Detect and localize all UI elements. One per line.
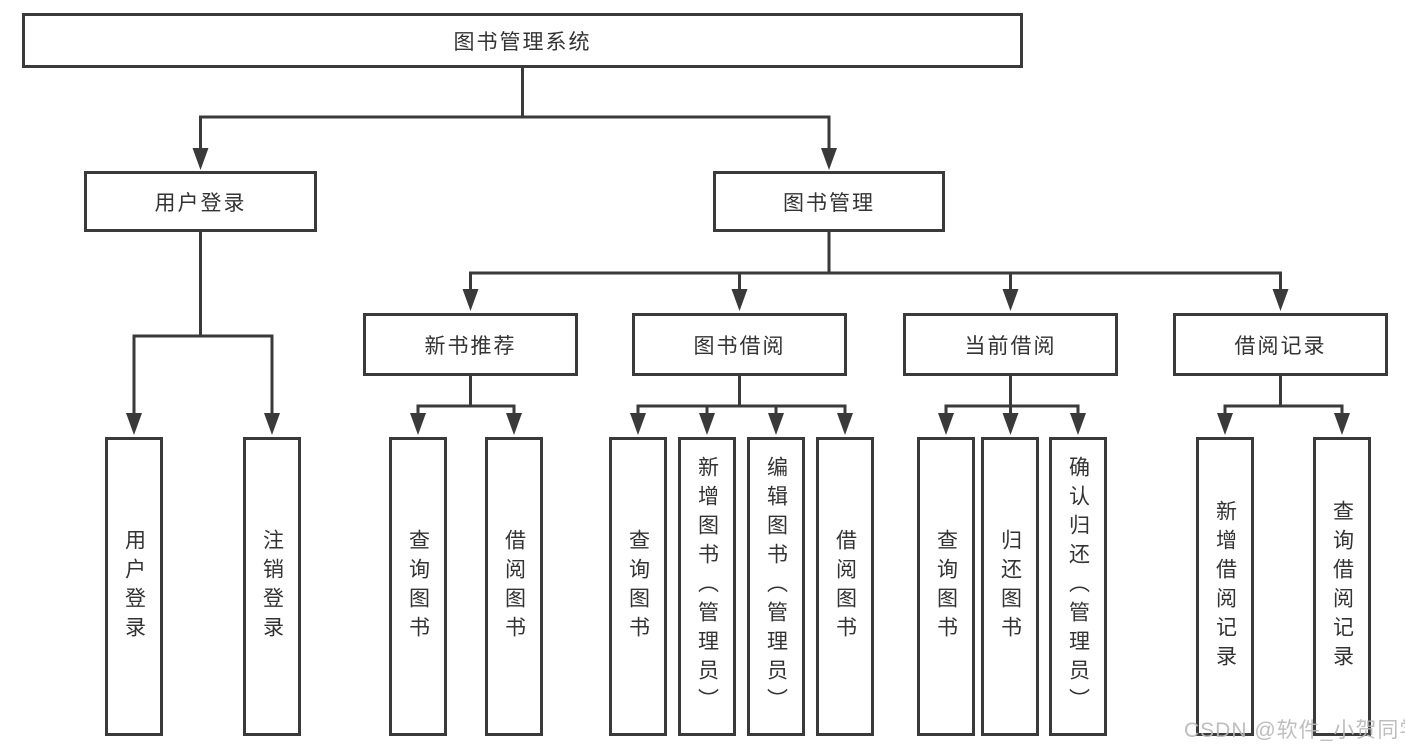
leaf-query-books-recommend: 查询图书 bbox=[389, 437, 447, 736]
node-root-label: 图书管理系统 bbox=[453, 30, 592, 54]
leaf-return-books: 归还图书 bbox=[981, 437, 1039, 736]
node-book-borrow: 图书借阅 bbox=[632, 313, 847, 376]
leaf-return-books-label: 归还图书 bbox=[998, 528, 1022, 645]
node-new-book-recommend: 新书推荐 bbox=[363, 313, 578, 376]
node-borrow-records-label: 借阅记录 bbox=[1234, 334, 1327, 358]
node-current-borrow: 当前借阅 bbox=[903, 313, 1118, 376]
leaf-borrow-books-label: 借阅图书 bbox=[833, 528, 857, 645]
node-borrow-records: 借阅记录 bbox=[1173, 313, 1388, 376]
leaf-query-books-borrow: 查询图书 bbox=[609, 437, 667, 736]
leaf-confirm-return-admin: 确认归还（管理员） bbox=[1049, 437, 1107, 736]
leaf-user-login-label: 用户登录 bbox=[122, 528, 146, 645]
node-user-login: 用户登录 bbox=[84, 171, 317, 232]
node-book-management: 图书管理 bbox=[713, 171, 945, 232]
leaf-add-borrow-record-label: 新增借阅记录 bbox=[1213, 499, 1237, 674]
leaf-query-borrow-record: 查询借阅记录 bbox=[1313, 437, 1371, 736]
leaf-logout-label: 注销登录 bbox=[260, 528, 284, 645]
leaf-edit-books-admin-label: 编辑图书（管理员） bbox=[764, 456, 788, 717]
node-book-management-label: 图书管理 bbox=[783, 191, 875, 215]
leaf-borrow-books-recommend: 借阅图书 bbox=[485, 437, 543, 736]
leaf-borrow-books-recommend-label: 借阅图书 bbox=[502, 528, 526, 645]
leaf-logout: 注销登录 bbox=[243, 437, 301, 736]
leaf-borrow-books: 借阅图书 bbox=[816, 437, 874, 736]
leaf-confirm-return-admin-label: 确认归还（管理员） bbox=[1066, 456, 1090, 717]
leaf-query-books-borrow-label: 查询图书 bbox=[626, 528, 650, 645]
leaf-add-borrow-record: 新增借阅记录 bbox=[1196, 437, 1254, 736]
node-new-book-recommend-label: 新书推荐 bbox=[424, 334, 517, 358]
leaf-add-books-admin: 新增图书（管理员） bbox=[678, 437, 736, 736]
node-root: 图书管理系统 bbox=[22, 13, 1023, 68]
leaf-query-books-current-label: 查询图书 bbox=[934, 528, 958, 645]
node-current-borrow-label: 当前借阅 bbox=[964, 334, 1057, 358]
leaf-user-login: 用户登录 bbox=[105, 437, 163, 736]
watermark: CSDN @软件_小贺同学 bbox=[1184, 719, 1405, 742]
leaf-query-books-current: 查询图书 bbox=[917, 437, 975, 736]
leaf-edit-books-admin: 编辑图书（管理员） bbox=[747, 437, 805, 736]
node-book-borrow-label: 图书借阅 bbox=[693, 334, 786, 358]
leaf-add-books-admin-label: 新增图书（管理员） bbox=[695, 456, 719, 717]
leaf-query-books-recommend-label: 查询图书 bbox=[406, 528, 430, 645]
leaf-query-borrow-record-label: 查询借阅记录 bbox=[1330, 499, 1354, 674]
node-user-login-label: 用户登录 bbox=[154, 191, 247, 215]
